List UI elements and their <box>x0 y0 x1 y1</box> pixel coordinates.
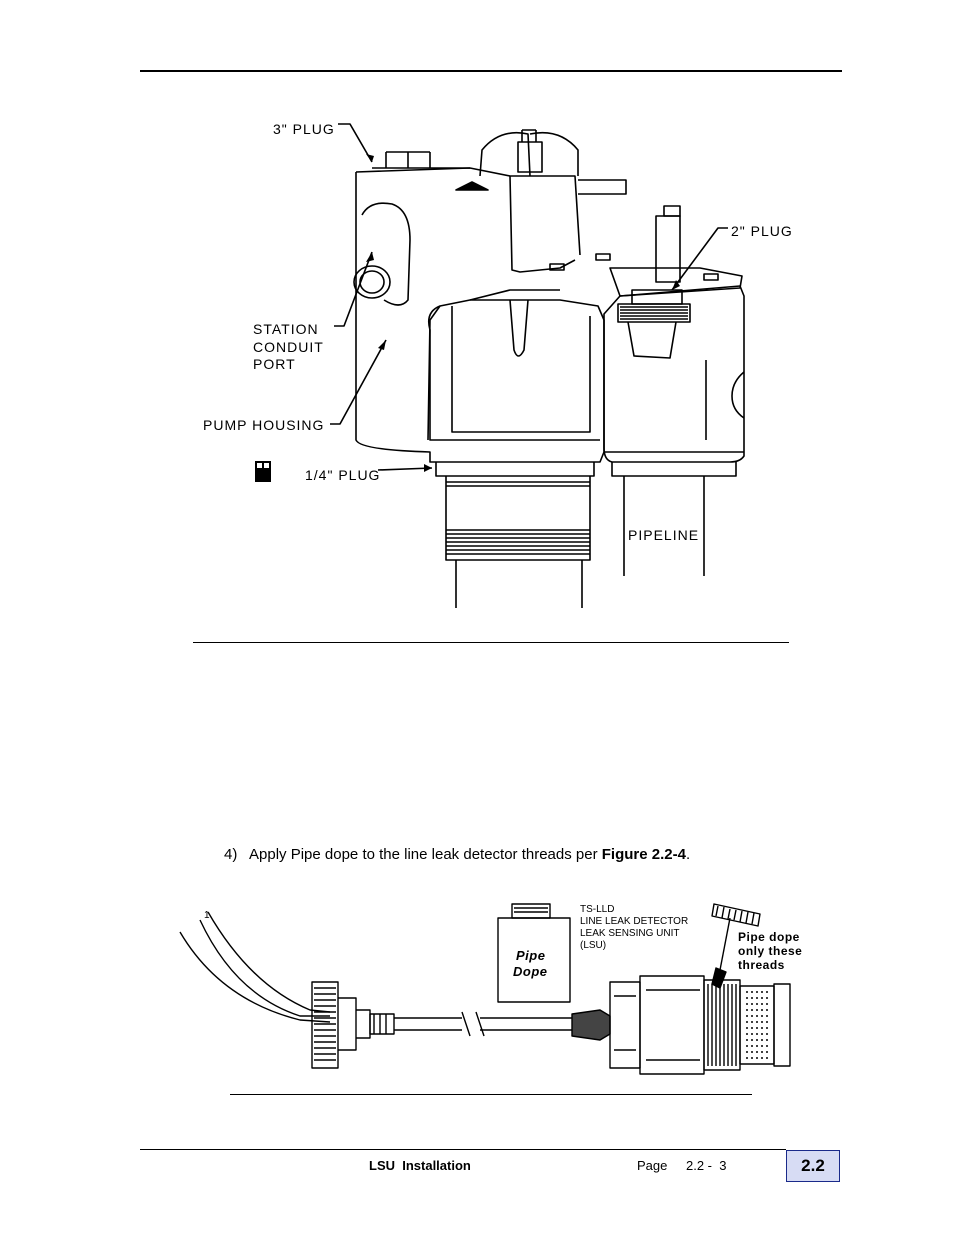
note-line-3: threads <box>738 958 785 972</box>
footer-page-number: 2.2 - 3 <box>686 1158 727 1173</box>
plug-symbol-icon <box>255 461 271 482</box>
instruction-step: 4) Apply Pipe dope to the line leak dete… <box>224 846 690 863</box>
header-rule <box>140 70 842 72</box>
unit-label-line-1: TS-LLD <box>580 904 615 915</box>
label-pipeline: PIPELINE <box>628 527 700 543</box>
section-badge: 2.2 <box>786 1150 840 1182</box>
figure-divider <box>193 642 789 643</box>
can-label-dope: Dope <box>513 964 548 979</box>
footer-page-label: Page <box>637 1158 668 1173</box>
label-quarter-plug: 1/4" PLUG <box>305 467 381 483</box>
step-text: Apply Pipe dope to the line leak detecto… <box>249 846 602 863</box>
footer-rule <box>140 1149 786 1150</box>
step-number: 4) <box>224 846 238 863</box>
label-3in-plug: 3" PLUG <box>273 121 335 137</box>
step-end: . <box>685 846 691 863</box>
figure-reference[interactable]: Figure 2.2-4 <box>601 846 686 863</box>
unit-label-line-4: (LSU) <box>580 940 607 951</box>
unit-label-line-3: LEAK SENSING UNIT <box>580 928 680 939</box>
unit-label-line-2: LINE LEAK DETECTOR <box>580 916 689 927</box>
wire-mark: 1 <box>204 910 210 921</box>
figure-bottom-divider <box>230 1094 752 1095</box>
label-station: STATION <box>253 321 319 337</box>
label-conduit: CONDUIT <box>253 339 324 355</box>
can-label-pipe: Pipe <box>516 948 546 963</box>
note-line-1: Pipe dope <box>738 930 800 944</box>
label-2in-plug: 2" PLUG <box>731 223 793 239</box>
label-pump-housing: PUMP HOUSING <box>203 417 325 433</box>
label-port: PORT <box>253 356 296 372</box>
footer-title: LSU Installation <box>369 1158 471 1173</box>
note-line-2: only these <box>738 944 803 958</box>
